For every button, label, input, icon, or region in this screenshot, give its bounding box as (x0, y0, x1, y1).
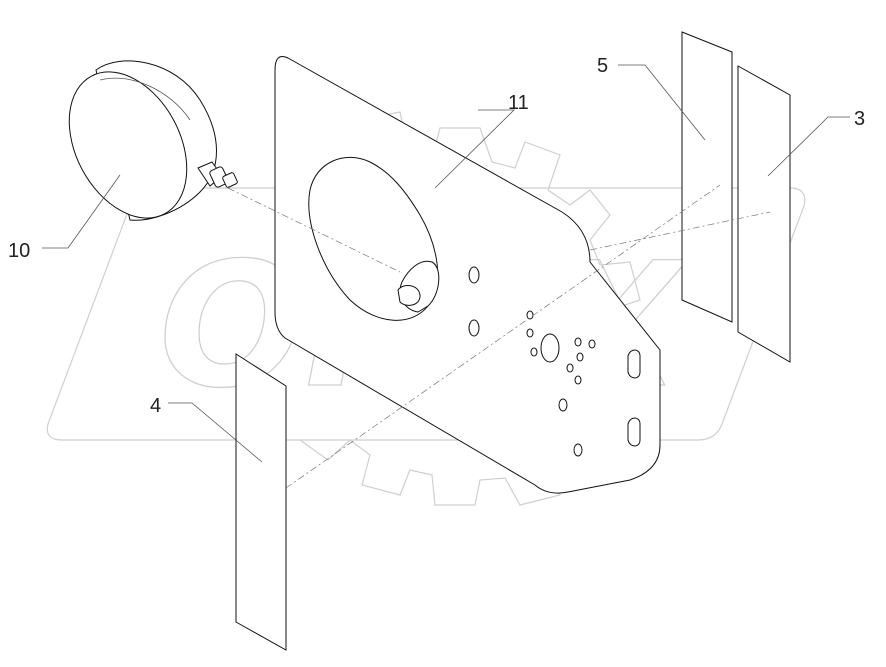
callout-5: 5 (597, 55, 608, 77)
assembly-lines (227, 184, 771, 489)
callout-labels: 10 11 5 3 4 (8, 55, 865, 417)
leader-3 (767, 116, 850, 177)
callout-4: 4 (150, 395, 161, 417)
leader-4 (168, 402, 263, 463)
callout-11: 11 (508, 92, 529, 114)
reflector-strip-3 (737, 65, 791, 363)
round-lamp (68, 60, 238, 221)
callout-10: 10 (8, 240, 30, 262)
leader-11 (434, 109, 515, 189)
reflector-strip-5 (681, 31, 733, 323)
plate-center-hole (540, 333, 560, 363)
leader-10 (42, 174, 121, 249)
leader-5 (618, 64, 706, 141)
mounting-plate (274, 56, 661, 494)
leader-lines (42, 64, 850, 463)
callout-3: 3 (854, 108, 865, 130)
plate-hole (468, 319, 480, 337)
plate-hole (468, 266, 480, 284)
reflector-strip-4 (235, 353, 287, 651)
